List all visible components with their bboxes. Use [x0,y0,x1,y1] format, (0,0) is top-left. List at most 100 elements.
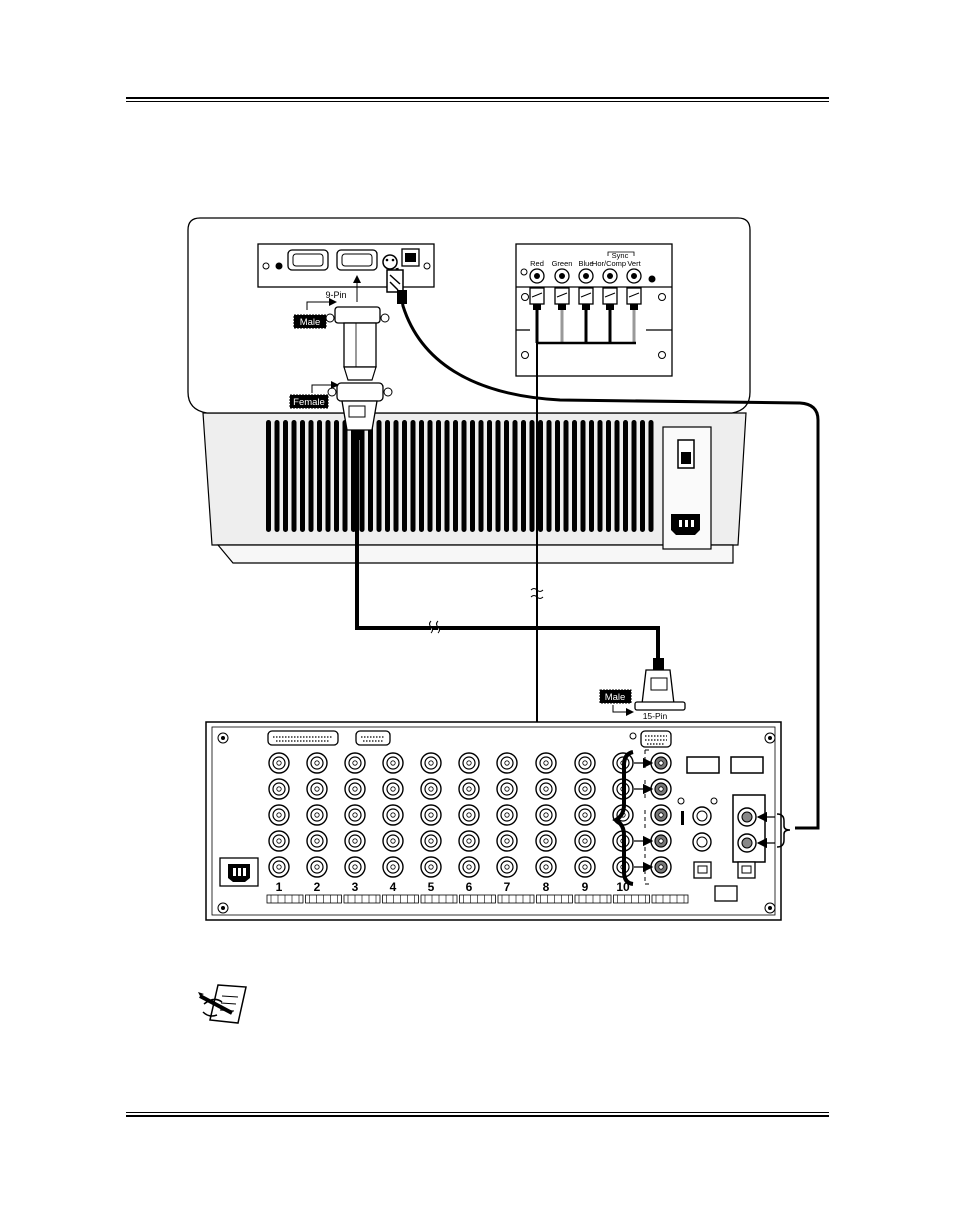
bnc-jack-icon [382,830,404,852]
output-bnc-jack-icon [650,830,672,852]
input-number: 6 [466,880,473,894]
bnc-jack-icon [420,778,442,800]
bnc-jack-icon [692,806,712,826]
bnc-jack-icon [344,752,366,774]
bnc-jack-icon [496,856,518,878]
input-number: 1 [276,880,283,894]
rj-port-icon [693,861,712,879]
bnc-jack-icon [496,830,518,852]
rgb-input-panel [515,243,673,377]
terminal-block-icon [343,894,381,904]
bnc-jack-icon [574,752,596,774]
bnc-jack-icon [344,778,366,800]
bnc-jacks-projector [529,268,656,284]
bnc-label: Blue [578,259,593,268]
output-brace [612,750,634,886]
svideo-plug-icon [386,269,404,293]
bnc-jack-icon [529,268,545,284]
input-number: 7 [504,880,511,894]
male-label-switcher: Male [605,692,626,703]
terminal-block-icon [420,894,458,904]
panel-screws [217,732,776,914]
bnc-jack-icon [496,752,518,774]
db9-male-connector-icon [334,306,381,324]
db15-male-plug: Male 15-Pin [599,658,686,721]
bnc-jack-icon [268,778,290,800]
projector-base [216,544,734,564]
bnc-jack-icon [574,804,596,826]
output-bnc-column [650,752,672,878]
rs232-cable [355,440,660,660]
bnc-jack-icon [344,804,366,826]
bnc-plug-icon [529,287,545,310]
indicator-window [686,756,720,774]
db15-port-icon [640,730,672,748]
bnc-jack-icon [344,830,366,852]
input-number: 5 [428,880,435,894]
bnc-plugs [529,287,642,310]
bnc-jack-icon [602,268,618,284]
output-bnc-jack-icon [650,856,672,878]
svideo-cable [395,267,820,830]
output-bnc-jack-icon [650,752,672,774]
sync-label: Sync [612,251,629,260]
terminal-block-icon [459,894,496,904]
terminal-block-icon [266,894,304,904]
bnc-jack-icon [535,804,557,826]
bnc-jack-icon [458,804,480,826]
bnc-jack-icon [382,804,404,826]
bnc-jack-icon [574,778,596,800]
bnc-label: Vert [627,259,641,268]
input-number: 9 [582,880,589,894]
bnc-jack-icon [382,752,404,774]
projector: Sync Red Green Blue Hor/Comp Vert [187,217,751,564]
terminal-block-icon [651,894,689,904]
terminal-block-icon [613,894,650,904]
svideo-port-icon [382,254,398,270]
bnc-plug-icon [602,287,618,310]
bnc-label: Hor/Comp [592,259,626,268]
bnc-jack-icon [458,856,480,878]
note-pen-icon [198,984,247,1024]
bnc-label: Green [552,259,573,268]
bnc-jack-icon [458,752,480,774]
svideo-brace [776,813,791,848]
bnc-input-grid [268,752,634,878]
bnc-jack-icon [737,833,757,853]
input-number: 4 [390,880,397,894]
terminal-strip [266,894,689,904]
bnc-jack-icon [306,752,328,774]
bnc-leads [535,310,636,345]
female-label: Female [293,397,325,408]
bnc-jack-icon [496,804,518,826]
bnc-jack-icon [420,830,442,852]
bnc-jack-icon [737,807,757,827]
bnc-jack-icon [574,830,596,852]
switcher-rear-panel [205,721,782,921]
terminal-block-icon [574,894,612,904]
rj-port-icon [737,861,756,879]
bnc-jack-icon [458,778,480,800]
db9-female-connector-icon [336,382,384,402]
bnc-jack-icon [535,752,557,774]
bnc-jack-icon [382,778,404,800]
bnc-jack-icon [306,856,328,878]
terminal-block-icon [305,894,342,904]
bnc-jack-icon [268,856,290,878]
header-rule [126,97,829,102]
bnc-jack-icon [535,830,557,852]
bnc-jack-icon [268,804,290,826]
footer-rule [126,1112,829,1117]
vent-slots [265,420,655,532]
terminal-block-icon [497,894,535,904]
male-label: Male [300,317,321,328]
bnc-plug-icon [578,287,594,310]
bnc-jack-icon [306,804,328,826]
db9-port-icon [355,730,391,746]
indicator-window [730,756,764,774]
db25-port-icon [267,730,339,746]
bnc-jack-icon [574,856,596,878]
